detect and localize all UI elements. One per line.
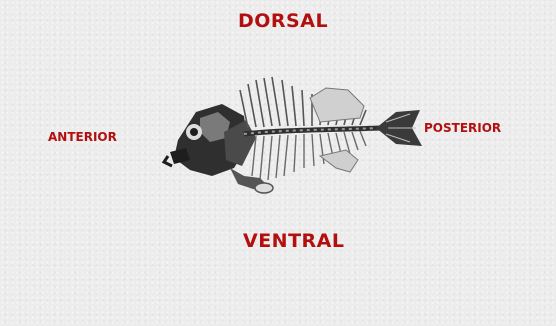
dorsal-fin-soft — [310, 88, 364, 122]
tail-fin — [376, 110, 422, 146]
posterior-label: POSTERIOR — [424, 121, 501, 135]
ventral-label: VENTRAL — [243, 230, 345, 252]
pelvic-fin — [230, 168, 273, 193]
fish-skeleton-image — [160, 72, 430, 200]
anal-fin — [320, 150, 358, 172]
anterior-label: ANTERIOR — [48, 130, 117, 144]
skull — [164, 104, 256, 176]
dorsal-label: DORSAL — [238, 10, 328, 32]
